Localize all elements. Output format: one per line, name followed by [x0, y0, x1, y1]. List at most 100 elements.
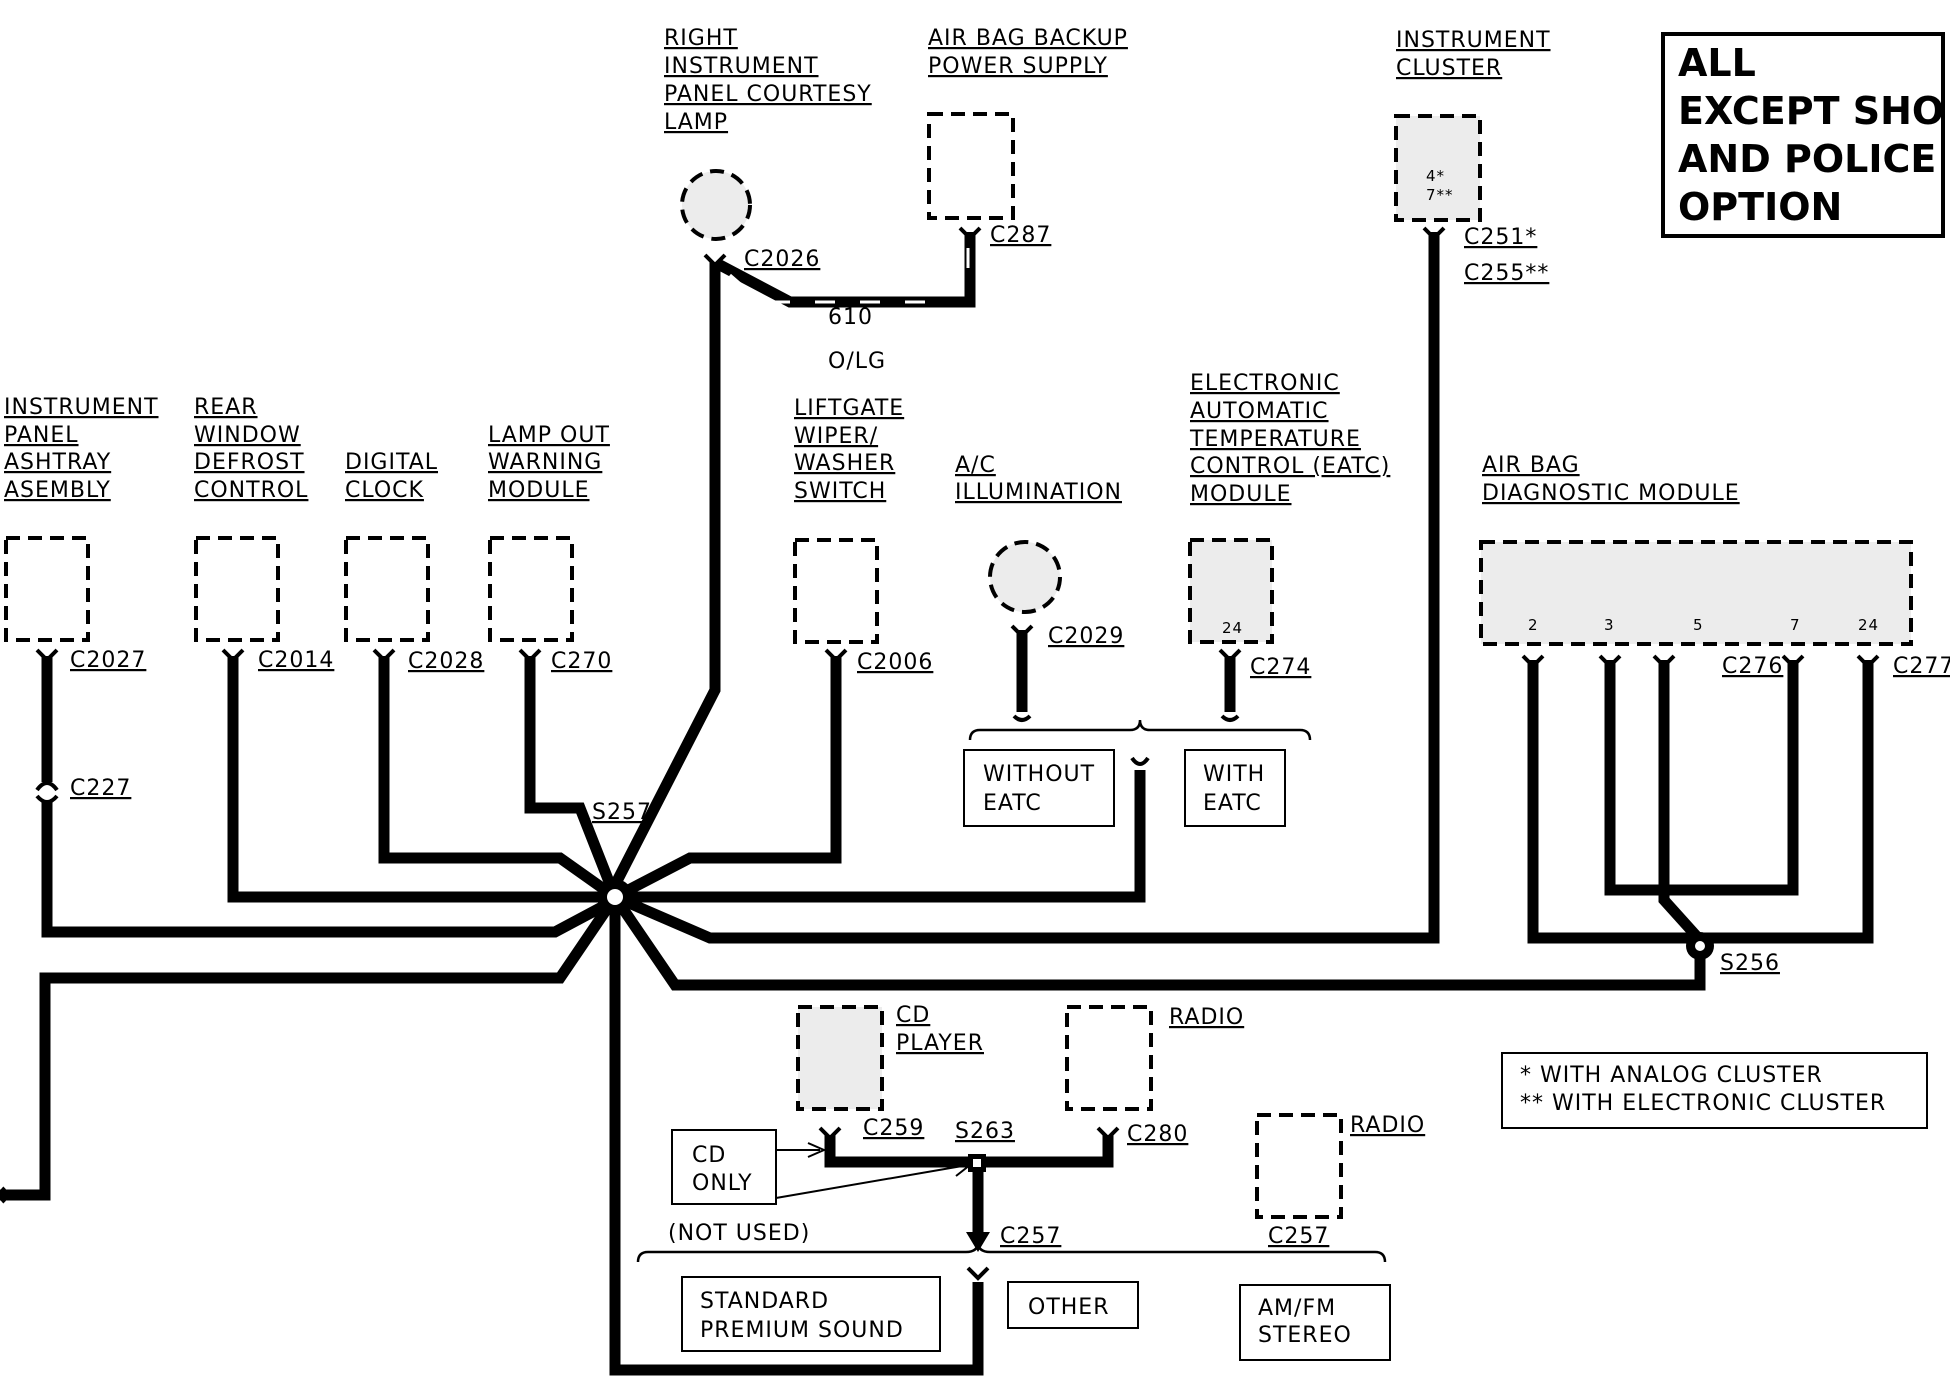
label-defrost-2: WINDOW — [194, 423, 301, 448]
conn-c277: C277 — [1893, 654, 1950, 679]
amfm-1: AM/FM — [1258, 1296, 1336, 1321]
wire-ac-eatc-stubs — [1016, 630, 1236, 712]
box-without-eatc — [963, 749, 1115, 827]
conn-c270: C270 — [551, 649, 612, 674]
conn-c259: C259 — [863, 1116, 924, 1141]
pin-eatc-24: 24 — [1222, 619, 1243, 637]
conn-c255: C255** — [1464, 261, 1549, 286]
box-amfm — [1239, 1284, 1391, 1361]
wire-clock — [378, 656, 619, 902]
label-ashtray-3: ASHTRAY — [4, 450, 111, 475]
without-eatc-2: EATC — [983, 791, 1042, 816]
other-label: OTHER — [1028, 1295, 1109, 1320]
box-with-eatc — [1184, 749, 1286, 827]
legend-analog: * WITH ANALOG CLUSTER — [1520, 1063, 1823, 1088]
not-used-label: (NOT USED) — [668, 1221, 810, 1246]
splice-label-s256: S256 — [1720, 951, 1780, 976]
std-premium-1: STANDARD — [700, 1289, 829, 1314]
title-line-1: ALL — [1678, 41, 1756, 85]
label-liftgate-1: LIFTGATE — [794, 396, 904, 421]
box-other — [1007, 1281, 1139, 1329]
cd-only-1: CD — [692, 1143, 726, 1168]
label-courtesy-4: LAMP — [664, 110, 728, 135]
label-radio-2: RADIO — [1350, 1113, 1425, 1138]
label-airbag-backup-2: POWER SUPPLY — [928, 54, 1108, 79]
component-labels: RIGHT INSTRUMENT PANEL COURTESY LAMP AIR… — [4, 26, 1740, 1138]
label-liftgate-3: WASHER — [794, 451, 895, 476]
label-ashtray-4: ASEMBLY — [4, 478, 111, 503]
legend: * WITH ANALOG CLUSTER ** WITH ELECTRONIC… — [1501, 1052, 1928, 1129]
component-liftgate — [793, 538, 879, 644]
component-lamp-out — [488, 536, 574, 642]
pin-cluster-4: 4* — [1426, 167, 1445, 185]
label-eatc-4: CONTROL (EATC) — [1190, 454, 1390, 479]
wire-left-ground — [0, 893, 620, 1201]
label-lamp-out-1: LAMP OUT — [488, 423, 610, 448]
legend-electronic: ** WITH ELECTRONIC CLUSTER — [1520, 1091, 1886, 1116]
label-lamp-out-3: MODULE — [488, 478, 590, 503]
box-standard-premium — [681, 1276, 941, 1352]
label-clock-2: CLOCK — [345, 478, 424, 503]
wire-cluster — [612, 232, 1440, 944]
wire-color-code: O/LG — [828, 349, 886, 374]
conn-c2027: C2027 — [70, 648, 146, 673]
title-line-2: EXCEPT SHO — [1678, 89, 1944, 133]
splices — [597, 879, 1714, 1172]
wire-rear-defrost — [227, 656, 615, 903]
label-ac-2: ILLUMINATION — [955, 480, 1122, 505]
label-liftgate-2: WIPER/ — [794, 424, 878, 449]
component-instrument-cluster — [1394, 114, 1482, 222]
pin-airbag-24: 24 — [1858, 616, 1879, 634]
conn-c2028: C2028 — [408, 649, 484, 674]
component-ac-illumination — [988, 540, 1062, 614]
title-line-4: OPTION — [1678, 185, 1842, 229]
label-defrost-4: CONTROL — [194, 478, 308, 503]
label-defrost-3: DEFROST — [194, 450, 305, 475]
wires — [0, 232, 1874, 1376]
pin-airbag-3: 3 — [1604, 616, 1615, 634]
splice-label-s257: S257 — [592, 800, 652, 825]
label-radio-1: RADIO — [1169, 1005, 1244, 1030]
without-eatc-1: WITHOUT — [983, 762, 1095, 787]
connector-ticks — [0, 226, 1880, 1281]
conn-c2029: C2029 — [1048, 624, 1124, 649]
wire-lamp-out — [524, 656, 621, 900]
conn-c287: C287 — [990, 223, 1051, 248]
conn-c274: C274 — [1250, 655, 1311, 680]
std-premium-2: PREMIUM SOUND — [700, 1318, 904, 1343]
label-cluster-1: INSTRUMENT — [1396, 28, 1551, 53]
label-eatc-3: TEMPERATURE — [1189, 427, 1361, 452]
wire-ashtray — [41, 656, 618, 938]
conn-c2006: C2006 — [857, 650, 933, 675]
label-cd-1: CD — [896, 1003, 930, 1028]
label-courtesy-3: PANEL COURTESY — [664, 82, 872, 107]
pin-airbag-7: 7 — [1790, 616, 1801, 634]
conn-c280: C280 — [1127, 1122, 1188, 1147]
label-clock-1: DIGITAL — [345, 450, 438, 475]
option-braces — [636, 719, 1387, 1263]
component-eatc — [1188, 538, 1274, 644]
label-eatc-5: MODULE — [1190, 482, 1292, 507]
title-box: ALL EXCEPT SHO AND POLICE OPTION — [1661, 32, 1945, 238]
conn-c276: C276 — [1722, 654, 1783, 679]
label-ashtray-2: PANEL — [4, 423, 79, 448]
wire-circuit-number: 610 — [828, 305, 873, 330]
connector-labels: C2026 C287 C251* C255** C2027 C227 C2014… — [70, 223, 1950, 1249]
option-boxes: WITHOUT EATC WITH EATC CD ONLY (NOT USED… — [668, 749, 1391, 1361]
with-eatc-1: WITH — [1203, 762, 1265, 787]
label-eatc-1: ELECTRONIC — [1190, 371, 1340, 396]
label-airbag-backup-1: AIR BAG BACKUP — [928, 26, 1128, 51]
conn-c251: C251* — [1464, 225, 1537, 250]
label-eatc-2: AUTOMATIC — [1190, 399, 1329, 424]
conn-c257-a: C257 — [1000, 1224, 1061, 1249]
label-airbag-diag-1: AIR BAG — [1482, 453, 1580, 478]
label-lamp-out-2: WARNING — [488, 450, 602, 475]
label-defrost-1: REAR — [194, 395, 258, 420]
label-cd-2: PLAYER — [896, 1031, 984, 1056]
cd-only-2: ONLY — [692, 1171, 753, 1196]
label-liftgate-4: SWITCH — [794, 479, 886, 504]
label-ashtray-1: INSTRUMENT — [4, 395, 159, 420]
component-cd-player — [796, 1005, 884, 1111]
label-airbag-diag-2: DIAGNOSTIC MODULE — [1482, 481, 1740, 506]
